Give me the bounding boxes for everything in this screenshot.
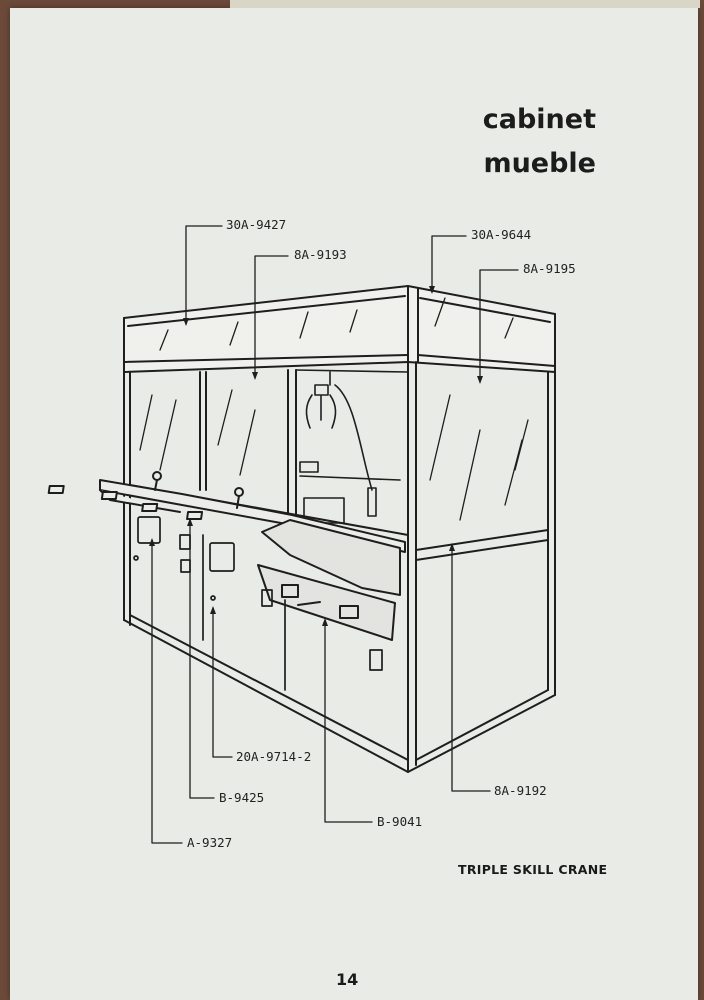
part-label-30a-9427: 30A-9427 <box>226 217 287 232</box>
heading-english: cabinet <box>482 104 596 135</box>
crane-mechanism <box>295 369 409 524</box>
part-label-b-9425: B-9425 <box>219 790 265 805</box>
leader-lines <box>151 225 519 844</box>
cabinet-frame <box>123 313 556 773</box>
figure-caption: TRIPLE SKILL CRANE <box>458 862 608 877</box>
part-label-8a-9195: 8A-9195 <box>523 261 576 276</box>
control-ledge <box>47 471 406 553</box>
part-label-a-9327: A-9327 <box>187 835 233 850</box>
leader-arrowheads <box>149 286 483 626</box>
page-edge-shadow <box>230 0 700 8</box>
marquee-panel <box>123 285 556 373</box>
part-label-8a-9193: 8A-9193 <box>294 247 347 262</box>
part-label-30a-9644: 30A-9644 <box>471 227 532 242</box>
part-label-b-9041: B-9041 <box>377 814 423 829</box>
glass-reflections <box>139 297 529 521</box>
part-label-8a-9192: 8A-9192 <box>494 783 547 798</box>
heading-spanish: mueble <box>483 148 596 179</box>
lower-doors <box>133 516 383 691</box>
page-number: 14 <box>336 970 359 989</box>
part-label-20a-9714-2: 20A-9714-2 <box>236 749 312 764</box>
prize-chute <box>257 519 401 641</box>
